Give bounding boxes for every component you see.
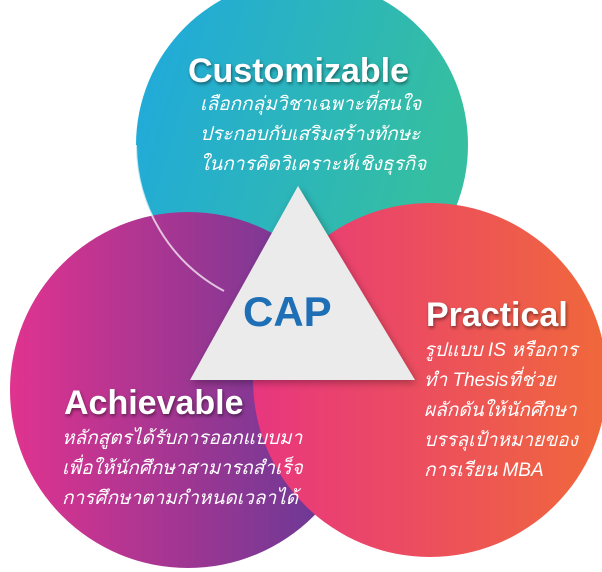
customizable-description: เลือกกลุ่มวิชาเฉพาะที่สนใจ ประกอบกับเสริ… <box>200 90 426 180</box>
desc-line: ในการคิดวิเคราะห์เชิงธุรกิจ <box>200 154 427 175</box>
center-label: CAP <box>243 288 332 335</box>
desc-line: ผลักดันให้นักศึกษา <box>424 400 577 421</box>
practical-title: Practical <box>426 296 568 334</box>
desc-line: เพื่อให้นักศึกษาสามารถสำเร็จ <box>62 458 303 479</box>
desc-line: ประกอบกับเสริมสร้างทักษะ <box>200 124 421 145</box>
desc-line: เลือกกลุ่มวิชาเฉพาะที่สนใจ <box>200 94 422 115</box>
customizable-title: Customizable <box>188 52 410 90</box>
desc-line: รูปแบบ IS หรือการ <box>424 340 578 361</box>
center-triangle <box>190 186 415 380</box>
desc-line: การเรียน MBA <box>424 460 544 481</box>
achievable-description: หลักสูตรได้รับการออกแบบมา เพื่อให้นักศึก… <box>62 424 303 514</box>
desc-line: บรรลุเป้าหมายของ <box>424 430 578 451</box>
desc-line: ทำ Thesisที่ช่วย <box>424 370 556 391</box>
desc-line: หลักสูตรได้รับการออกแบบมา <box>62 428 303 449</box>
practical-description: รูปแบบ IS หรือการ ทำ Thesisที่ช่วย ผลักด… <box>424 336 578 486</box>
desc-line: การศึกษาตามกำหนดเวลาได้ <box>62 488 299 509</box>
achievable-title: Achievable <box>64 384 244 422</box>
